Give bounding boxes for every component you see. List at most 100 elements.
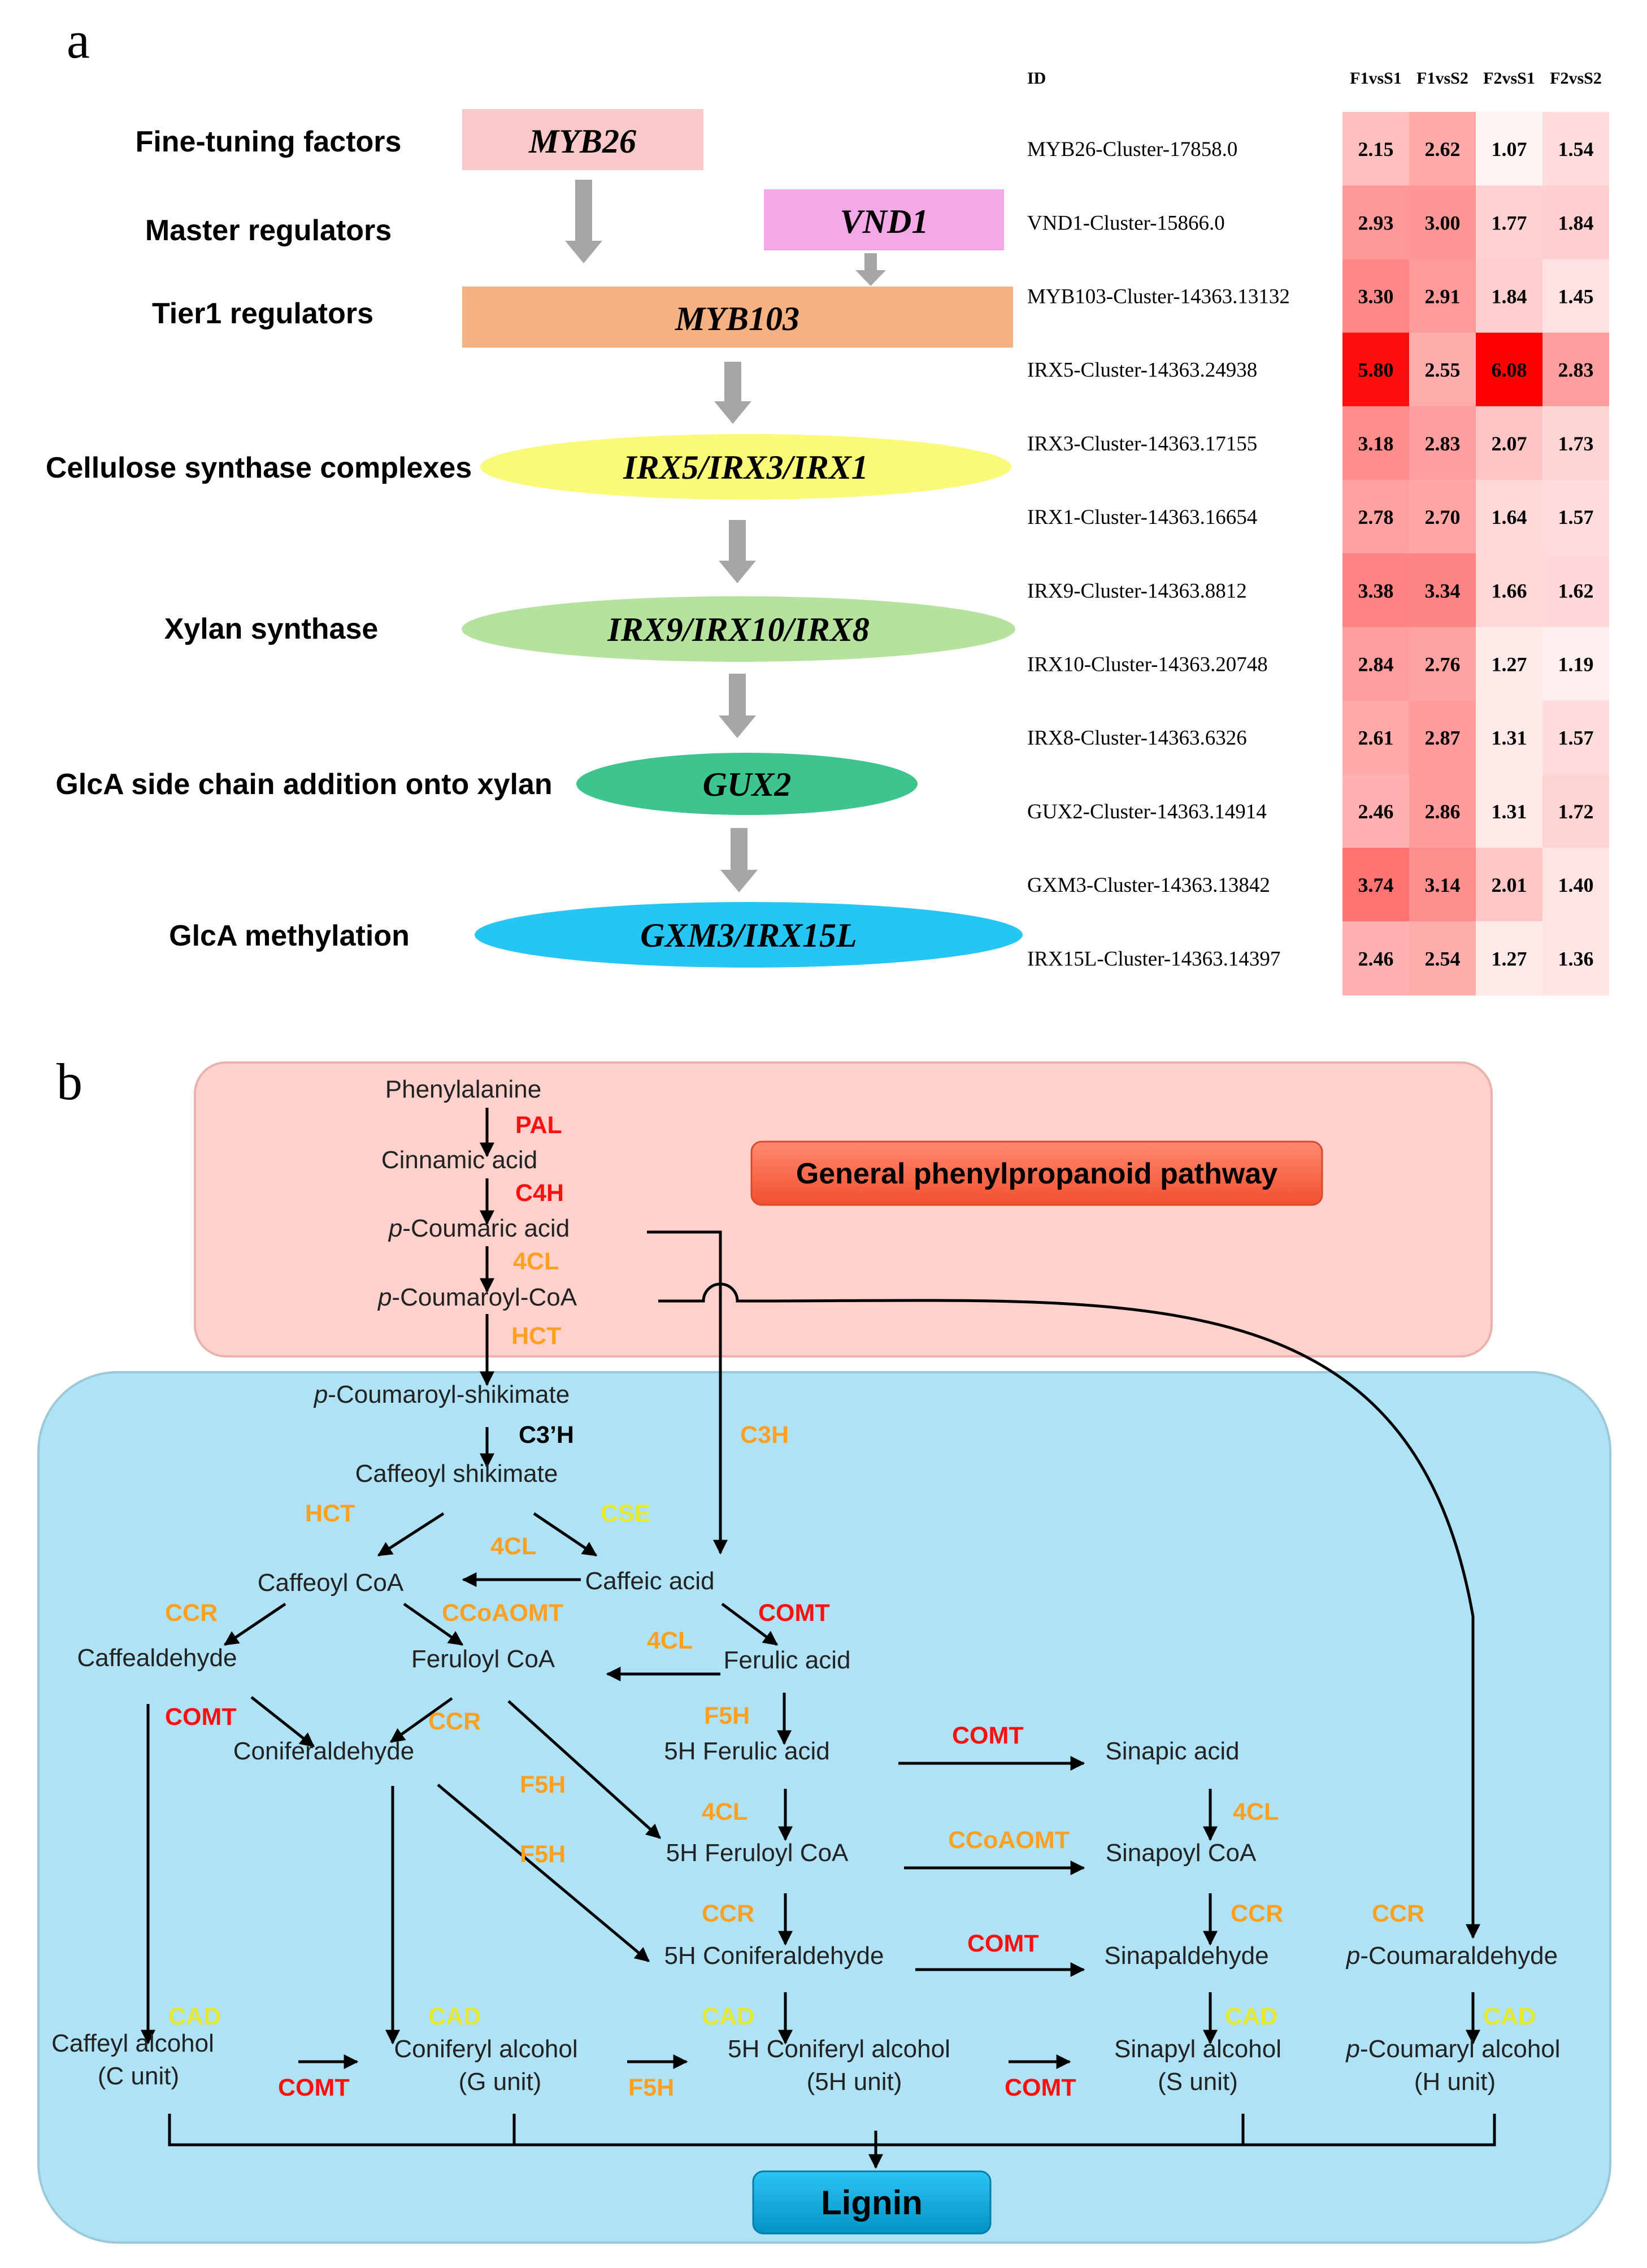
arrow-irx9-to-gux2 [719, 674, 756, 738]
arrow-myb26-to-myb103 [565, 180, 602, 263]
met-sinapyl-alcohol: Sinapyl alcohol [1114, 2035, 1281, 2063]
heatmap-cell [1409, 774, 1476, 848]
heatmap-cell-value: 1.45 [1558, 285, 1594, 308]
heatmap-cell [1342, 848, 1409, 922]
heatmap-row-id: IRX15L-Cluster-14363.14397 [1027, 947, 1280, 970]
met-pcoumaroyl-coa: p-Coumaroyl-CoA [377, 1283, 577, 1311]
heatmap-cell-value: 1.27 [1492, 653, 1527, 676]
metabolites: Phenylalanine Cinnamic acid p-Coumaric a… [51, 1076, 1560, 2096]
met-c-unit: (C unit) [98, 2062, 179, 2090]
arrow-caffcoa-caffald [223, 1602, 286, 1646]
heatmap-cell [1542, 921, 1609, 996]
arrow-gux2-to-gxm3 [720, 828, 758, 892]
gene-label-gxm3: GXM3/IRX15L [640, 917, 857, 954]
enzymes: PAL C4H 4CL HCT C3H C3’H HCT CSE 4CL CCR… [165, 1112, 1536, 2101]
met-caffealdehyde: Caffealdehyde [77, 1644, 237, 1672]
heatmap-cell [1409, 700, 1476, 775]
met-caffeoyl-shikimate: Caffeoyl shikimate [355, 1460, 558, 1488]
arrow-conif-5hconif [437, 1784, 650, 1962]
heatmap-cell-value: 2.15 [1358, 138, 1394, 161]
heatmap-column-header: F2vsS1 [1483, 69, 1535, 88]
enzyme-cad-5: CAD [1483, 2003, 1536, 2030]
enzyme-f5h-2: F5H [520, 1771, 566, 1798]
heatmap-cell [1476, 627, 1542, 701]
heatmap-cell-value: 2.76 [1425, 653, 1461, 676]
heatmap-cell [1409, 480, 1476, 554]
heatmap-row-id: GXM3-Cluster-14363.13842 [1027, 874, 1270, 897]
heatmap-cell [1342, 921, 1409, 996]
heatmap-column-header: F1vsS2 [1416, 69, 1468, 88]
heatmap-cell [1542, 332, 1609, 407]
arrow-pcoumcoa-pcoumald [658, 1282, 1480, 1939]
heatmap-cell-value: 2.86 [1425, 800, 1461, 823]
heatmap-cell [1342, 553, 1409, 628]
enzyme-comt-2: COMT [165, 1703, 237, 1731]
heatmap-row-id: MYB26-Cluster-17858.0 [1027, 138, 1237, 161]
heatmap-cell-value: 1.36 [1558, 947, 1594, 970]
gene-ellipse-irx5 [480, 434, 1011, 500]
heatmap-cell [1342, 774, 1409, 848]
enzyme-comt-3: COMT [952, 1722, 1024, 1749]
heatmap-cell [1409, 185, 1476, 260]
heatmap-cell-value: 1.57 [1558, 506, 1594, 528]
gene-box-myb26 [462, 109, 703, 170]
enzyme-f5h-3: F5H [520, 1841, 566, 1868]
enzyme-4cl-3: 4CL [647, 1627, 693, 1654]
general-pathway-title: General phenylpropanoid pathway [796, 1157, 1277, 1190]
heatmap-cell [1409, 848, 1476, 922]
enzyme-comt-4: COMT [967, 1930, 1039, 1957]
heatmap-cell [1476, 259, 1542, 333]
enzyme-4cl-5: 4CL [1233, 1798, 1279, 1825]
general-pathway-title-button [750, 1140, 1323, 1206]
heatmap-cell [1542, 185, 1609, 260]
met-sinapic-acid: Sinapic acid [1105, 1737, 1239, 1765]
heatmap-cell-value: 2.62 [1425, 138, 1461, 161]
heatmap-cell-value: 2.87 [1425, 727, 1461, 749]
met-coniferaldehyde: Coniferaldehyde [233, 1737, 414, 1765]
arrow-pcoum-c3h-caffacid [647, 1230, 728, 1555]
met-cinnamic-acid: Cinnamic acid [381, 1146, 537, 1174]
enzyme-f5h-4: F5H [628, 2074, 674, 2101]
heatmap-cell [1476, 480, 1542, 554]
tier-labels: Fine-tuning factors Master regulators Ti… [46, 125, 553, 952]
panel-letter-a: a [67, 11, 90, 69]
heatmap-cell [1476, 553, 1542, 628]
enzyme-comt-5: COMT [278, 2074, 350, 2101]
enzyme-cad-4: CAD [1225, 2003, 1277, 2030]
enzyme-comt-6: COMT [1005, 2074, 1076, 2101]
heatmap-cell [1342, 332, 1409, 407]
enzyme-cad-2: CAD [428, 2003, 481, 2030]
met-coniferyl-alcohol: Coniferyl alcohol [394, 2035, 577, 2063]
enzyme-ccr-2: CCR [428, 1708, 481, 1735]
enzyme-c4h: C4H [515, 1179, 564, 1207]
enzyme-comt-1: COMT [758, 1599, 830, 1627]
heatmap-cell-value: 1.27 [1492, 947, 1527, 970]
lignin-collector [168, 2114, 1496, 2169]
enzyme-ccr-5: CCR [1372, 1900, 1424, 1927]
heatmap-cell [1542, 112, 1609, 187]
regulator-arrows [565, 180, 886, 892]
heatmap-cell-value: 2.78 [1358, 506, 1394, 528]
heatmap-cell [1476, 848, 1542, 922]
enzyme-cad-1: CAD [168, 2003, 221, 2030]
heatmap-cell-value: 1.07 [1492, 138, 1527, 161]
met-5h-coniferaldehyde: 5H Coniferaldehyde [664, 1942, 884, 1970]
heatmap-cell [1409, 627, 1476, 701]
met-sinapaldehyde: Sinapaldehyde [1104, 1942, 1268, 1970]
general-pathway-box [194, 1061, 1493, 1358]
heatmap-cell-value: 5.80 [1358, 359, 1394, 381]
arrow-ferucoa-conif [389, 1697, 453, 1744]
arrow-caffshik-caffcoa [377, 1512, 445, 1557]
heatmap-cell-value: 2.55 [1425, 359, 1461, 381]
heatmap-cell [1476, 700, 1542, 775]
heatmap-cell-value: 3.30 [1358, 285, 1394, 308]
heatmap-cell [1476, 332, 1542, 407]
heatmap-cell [1409, 553, 1476, 628]
heatmap-cell [1476, 921, 1542, 996]
heatmap-cell [1409, 112, 1476, 187]
tier-label-glca-methylation: GlcA methylation [169, 920, 410, 952]
enzyme-hct-2: HCT [305, 1500, 355, 1527]
heatmap-cell-value: 3.38 [1358, 579, 1394, 602]
